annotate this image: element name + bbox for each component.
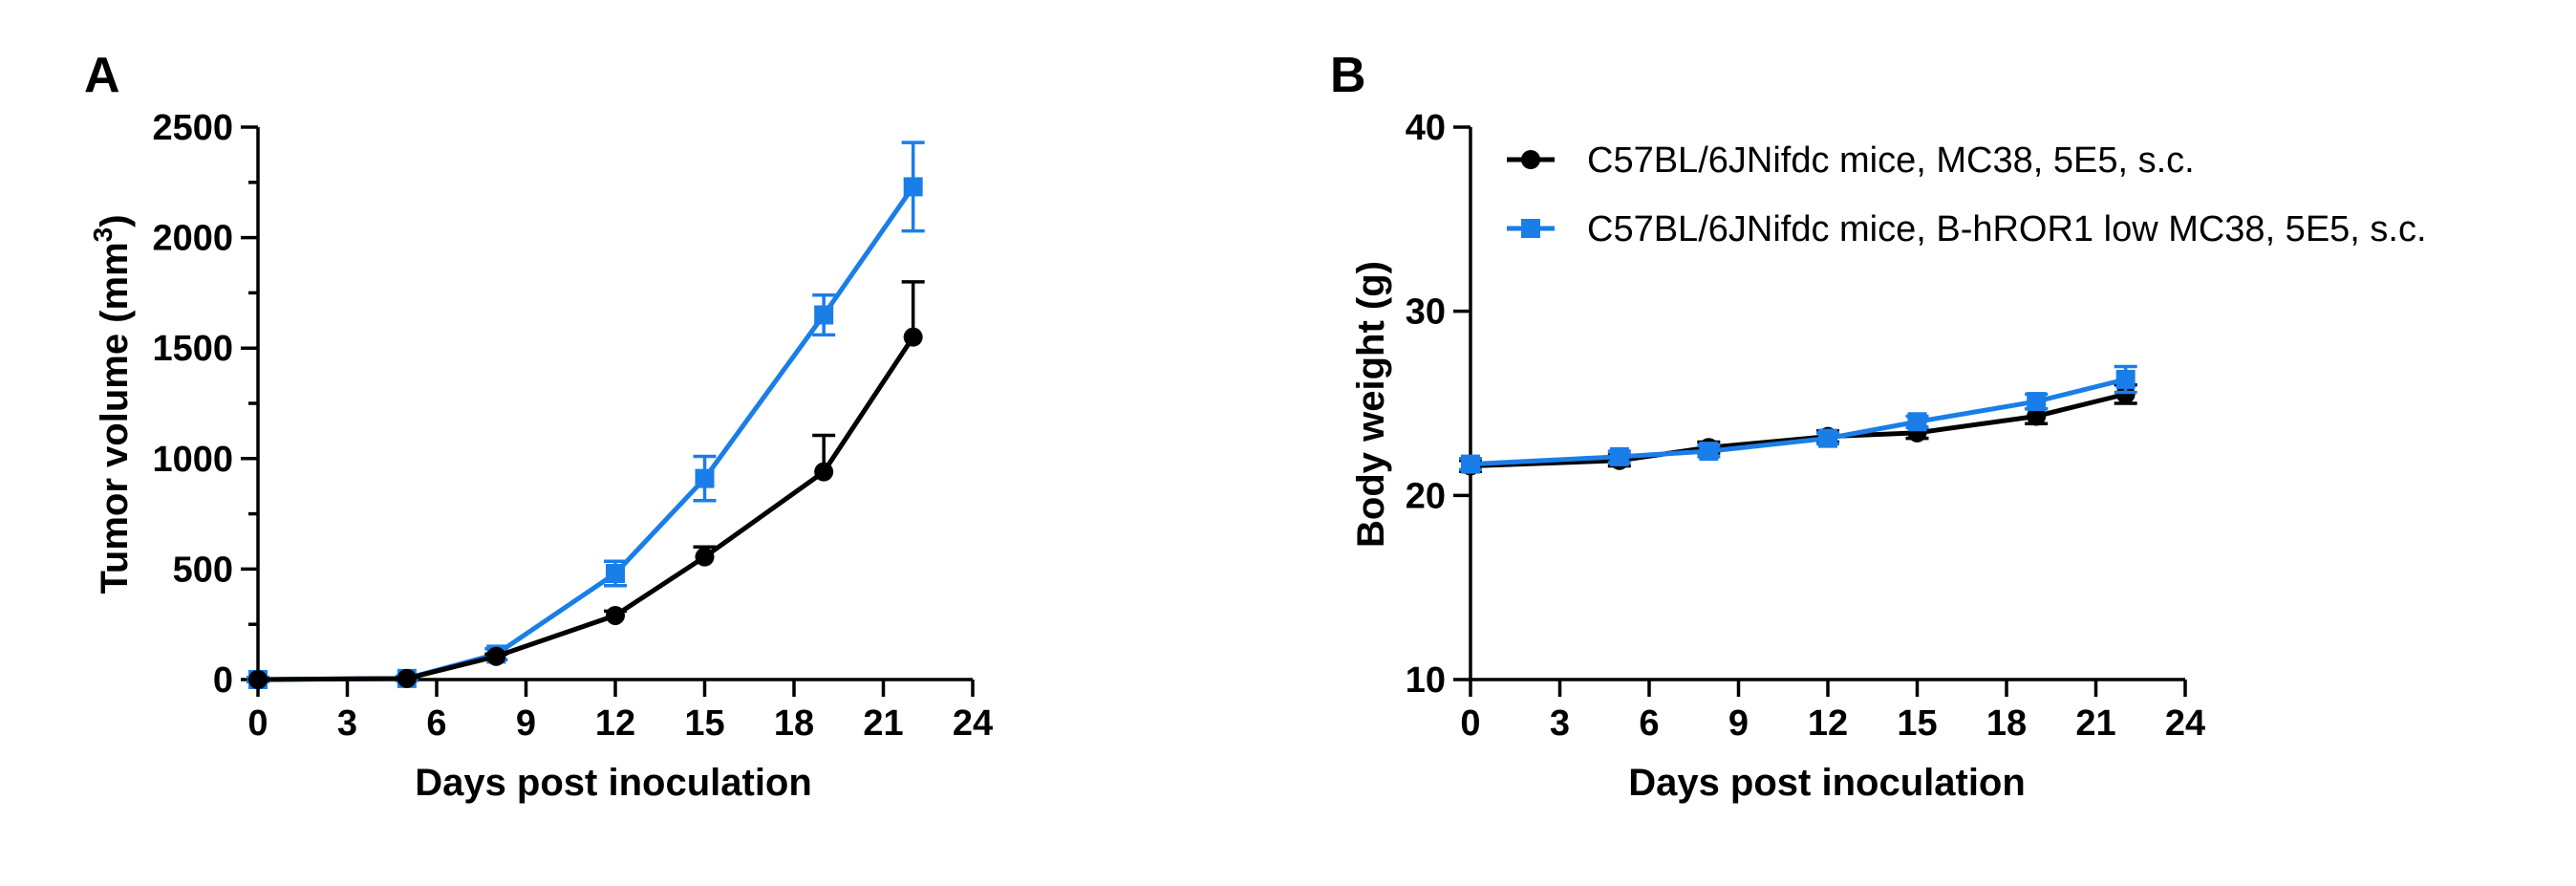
legend-item: C57BL/6JNifdc mice, B-hROR1 low MC38, 5E… [1507,209,2427,249]
panel-a-y-axis-title-superscript: 3 [88,227,118,243]
data-point [903,327,923,347]
x-tick-label: 3 [337,703,357,744]
series-square [247,140,925,689]
y-tick-label: 500 [173,550,233,590]
legend-item: C57BL/6JNifdc mice, MC38, 5E5, s.c. [1507,140,2195,181]
panel-a-y-axis-title-main: Tumor volume (mm [94,242,136,594]
y-tick-label: 0 [213,660,233,701]
data-point [814,462,834,482]
y-tick-label: 40 [1406,108,1446,148]
x-tick-label: 12 [595,703,635,744]
panel-a-tumor-volume-chart: A 0 500 1000 1500 2000 2500 0 3 6 9 12 15 18 21 24 Da… [84,48,993,804]
panel-a-x-ticks: 0 3 6 9 12 15 18 21 24 [247,680,993,744]
data-point [2115,384,2136,404]
x-tick-label: 15 [684,703,724,744]
x-tick-label: 21 [2075,703,2115,744]
panel-b-legend: C57BL/6JNifdc mice, MC38, 5E5, s.c. C57BL… [1507,140,2427,249]
panel-a-letter: A [84,48,120,103]
x-tick-label: 3 [1550,703,1570,744]
x-tick-label: 9 [1728,703,1749,744]
x-tick-label: 15 [1897,703,1937,744]
x-tick-label: 18 [1986,703,2027,744]
x-tick-label: 6 [1639,703,1659,744]
data-point [2115,369,2136,389]
panel-a-series [247,140,925,689]
data-point [2027,406,2047,426]
panel-b-y-ticks: 10 20 30 40 [1406,108,1470,701]
y-tick-label: 2000 [152,219,233,259]
legend-label: C57BL/6JNifdc mice, B-hROR1 low MC38, 5E… [1587,209,2427,249]
data-point [606,605,625,625]
x-tick-label: 24 [2165,703,2205,744]
panel-b-x-axis-title: Days post inoculation [1628,762,2026,804]
panel-b-x-ticks: 0 3 6 9 12 15 18 21 24 [1460,680,2205,744]
data-point [1699,442,1719,462]
x-tick-label: 9 [516,703,536,744]
series-square [1459,364,2137,474]
y-tick-label: 1500 [152,329,233,369]
legend-marker [1521,150,1540,169]
x-tick-label: 0 [247,703,268,744]
data-point [1907,412,1927,432]
y-tick-label: 20 [1406,476,1446,516]
series-line [257,335,915,682]
x-tick-label: 21 [863,703,903,744]
data-point [606,564,625,584]
data-point [903,177,923,197]
y-tick-label: 1000 [152,440,233,480]
x-tick-label: 12 [1808,703,1848,744]
data-point [397,668,417,688]
panel-b-y-axis-title: Body weight (g) [1350,261,1392,548]
data-point [248,670,268,689]
data-point [2027,392,2047,412]
y-tick-label: 10 [1406,660,1446,701]
x-tick-label: 0 [1460,703,1480,744]
data-point [486,646,506,666]
panel-a-y-axis-title-tail: ) [94,214,136,227]
panel-b-body-weight-chart: B 10 20 30 40 0 3 6 9 12 15 18 21 24 Days post inoc… [1330,48,2427,804]
y-tick-label: 30 [1406,292,1446,333]
data-point [814,305,834,325]
data-point [1461,454,1480,474]
panel-b-series [1459,364,2137,476]
legend-marker [1521,219,1540,238]
y-tick-label: 2500 [152,108,233,148]
x-tick-label: 18 [774,703,814,744]
series-line [257,184,915,682]
panel-b-letter: B [1330,48,1366,103]
data-point [1818,428,1837,448]
data-point [695,468,715,488]
panel-a-axes [256,127,973,681]
legend-label: C57BL/6JNifdc mice, MC38, 5E5, s.c. [1587,140,2195,181]
panel-a-y-axis-title: Tumor volume (mm3) [88,214,136,594]
data-point [695,547,715,567]
panel-a-x-axis-title: Days post inoculation [415,762,812,804]
x-tick-label: 24 [953,703,993,744]
series-circle [248,280,925,689]
data-point [1609,446,1629,466]
x-tick-label: 6 [426,703,446,744]
panel-a-y-ticks: 0 500 1000 1500 2000 2500 [152,108,258,701]
